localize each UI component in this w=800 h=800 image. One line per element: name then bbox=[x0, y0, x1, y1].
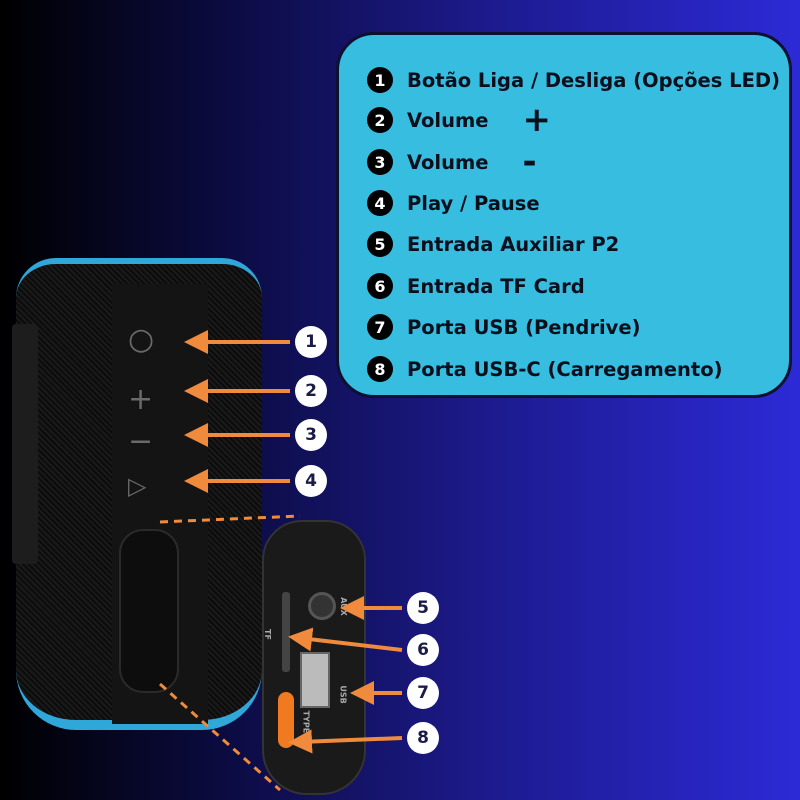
callout-6: 6 bbox=[407, 634, 439, 666]
arrow-8 bbox=[288, 729, 403, 754]
play-icon: ▷ bbox=[128, 472, 147, 500]
volume-up-icon: + bbox=[128, 382, 154, 417]
legend-label: Play / Pause bbox=[407, 191, 540, 215]
port-cover bbox=[119, 529, 179, 693]
number-badge: 8 bbox=[367, 356, 393, 382]
number-badge: 4 bbox=[367, 190, 393, 216]
minus-icon: - bbox=[522, 142, 537, 182]
callout-1: 1 bbox=[295, 326, 327, 358]
speaker-body: ○ + − ▷ bbox=[12, 258, 262, 730]
port-panel: AUX TF USB TYPE-C bbox=[262, 520, 366, 795]
legend-item-6: 6 Entrada TF Card bbox=[367, 273, 585, 299]
legend-label: Volume bbox=[407, 150, 489, 174]
number-badge: 2 bbox=[367, 107, 393, 133]
callout-5: 5 bbox=[407, 592, 439, 624]
legend-item-5: 5 Entrada Auxiliar P2 bbox=[367, 231, 619, 257]
legend-label: Entrada Auxiliar P2 bbox=[407, 232, 620, 256]
dashed-guide-top bbox=[159, 514, 301, 524]
aux-jack bbox=[308, 592, 336, 620]
dashed-guide-bottom bbox=[159, 682, 281, 792]
callout-2: 2 bbox=[295, 375, 327, 407]
legend-item-1: 1 Botão Liga / Desliga (Opções LED) bbox=[367, 67, 780, 93]
callout-7: 7 bbox=[407, 677, 439, 709]
legend-label: Porta USB-C (Carregamento) bbox=[407, 357, 723, 381]
callout-8: 8 bbox=[407, 722, 439, 754]
number-badge: 5 bbox=[367, 231, 393, 257]
legend-item-3: 3 Volume - bbox=[367, 142, 537, 182]
tf-slot bbox=[282, 592, 290, 672]
legend-label: Porta USB (Pendrive) bbox=[407, 315, 641, 339]
legend-item-4: 4 Play / Pause bbox=[367, 190, 540, 216]
callout-4: 4 bbox=[295, 465, 327, 497]
number-badge: 6 bbox=[367, 273, 393, 299]
legend-label: Volume bbox=[407, 108, 489, 132]
legend-item-8: 8 Porta USB-C (Carregamento) bbox=[367, 356, 723, 382]
speaker-strap bbox=[12, 324, 38, 564]
number-badge: 7 bbox=[367, 314, 393, 340]
power-button-icon: ○ bbox=[128, 322, 155, 357]
volume-down-icon: − bbox=[128, 424, 154, 459]
number-badge: 3 bbox=[367, 149, 393, 175]
usb-port bbox=[300, 652, 330, 708]
number-badge: 1 bbox=[367, 67, 393, 93]
legend-label: Botão Liga / Desliga (Opções LED) bbox=[407, 68, 781, 92]
arrow-6 bbox=[288, 627, 403, 652]
callout-3: 3 bbox=[295, 419, 327, 451]
legend-label: Entrada TF Card bbox=[407, 274, 585, 298]
legend-item-7: 7 Porta USB (Pendrive) bbox=[367, 314, 641, 340]
